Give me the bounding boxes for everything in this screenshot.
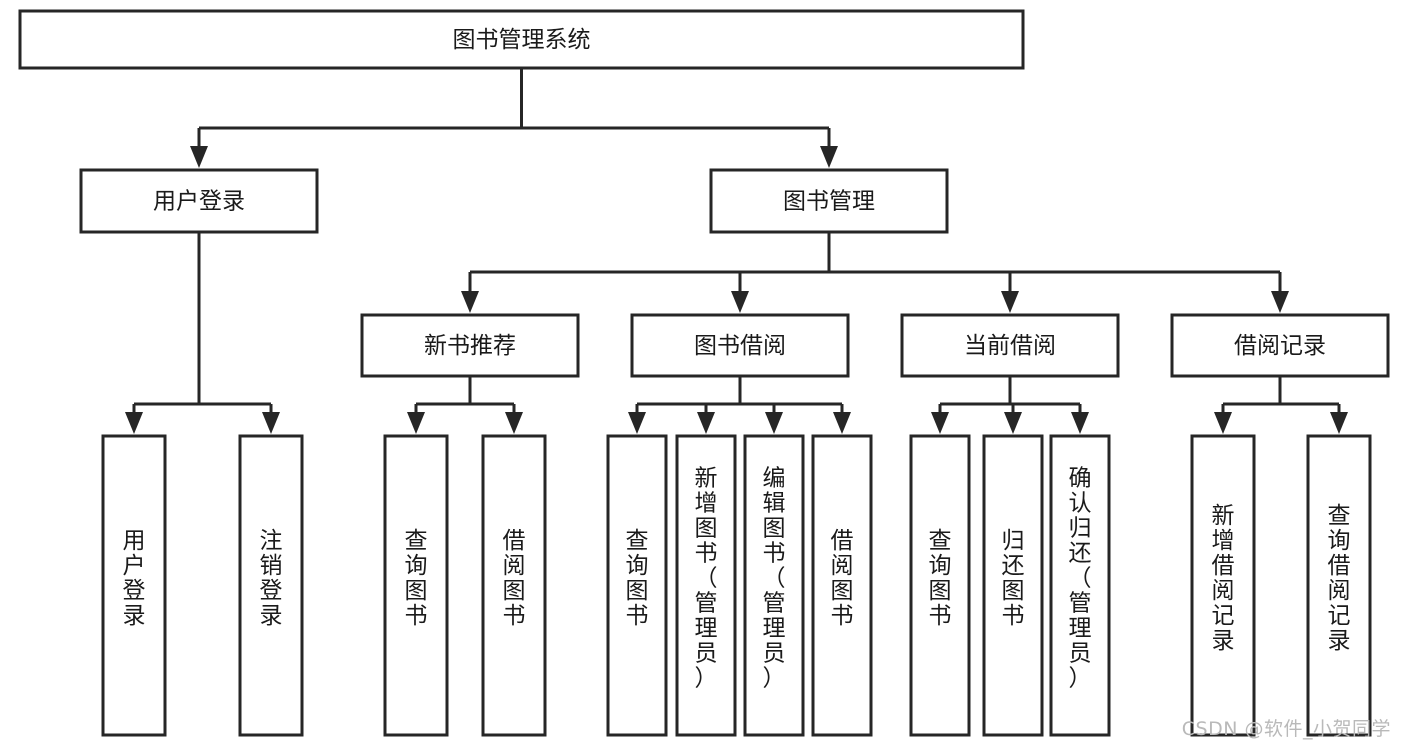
node-leaf-user-login-label: 用户登录 xyxy=(123,528,146,629)
node-new-book-recommend[interactable]: 新书推荐 xyxy=(360,313,580,378)
borrow-record-to-leaves-arrow-0 xyxy=(1214,412,1232,434)
node-current-borrow[interactable]: 当前借阅 xyxy=(900,313,1120,378)
node-leaf-edit-book-admin-label: 编辑图书（管理员） xyxy=(763,466,786,692)
node-current-borrow-box xyxy=(900,313,1120,378)
node-leaf-return-book-label: 归还图书 xyxy=(1002,528,1025,629)
node-book-borrow-label: 图书借阅 xyxy=(694,333,786,359)
node-leaf-add-borrow-record[interactable]: 新增借阅记录 xyxy=(1190,434,1256,737)
bookmgmt-to-level3-arrow-3 xyxy=(1271,291,1289,313)
node-root-label: 图书管理系统 xyxy=(453,27,591,53)
node-leaf-borrow-book-box xyxy=(811,434,873,737)
book-borrow-to-leaves-arrow-3 xyxy=(833,412,851,434)
book-borrow-to-leaves-arrow-1 xyxy=(697,412,715,434)
node-leaf-borrow-book-label: 借阅图书 xyxy=(831,528,854,629)
user-login-to-leaves-arrow-1 xyxy=(262,412,280,434)
node-leaf-return-book-box xyxy=(982,434,1044,737)
node-leaf-query-borrow-record-label: 查询借阅记录 xyxy=(1328,503,1351,654)
node-user-login[interactable]: 用户登录 xyxy=(79,168,319,234)
node-layer: 图书管理系统用户登录图书管理新书推荐图书借阅当前借阅借阅记录用户登录注销登录查询… xyxy=(18,9,1390,737)
node-root-box xyxy=(18,9,1025,70)
node-user-login-box xyxy=(79,168,319,234)
node-leaf-borrow-book[interactable]: 借阅图书 xyxy=(811,434,873,737)
node-leaf-add-book-admin[interactable]: 新增图书（管理员） xyxy=(675,434,737,737)
root-to-level2-arrow-0 xyxy=(190,146,208,168)
node-leaf-query-book-recommend-box xyxy=(383,434,449,737)
node-book-borrow-box xyxy=(630,313,850,378)
connector-layer xyxy=(125,68,1348,434)
bookmgmt-to-level3-arrow-2 xyxy=(1001,291,1019,313)
node-leaf-return-book[interactable]: 归还图书 xyxy=(982,434,1044,737)
node-leaf-query-book-recommend[interactable]: 查询图书 xyxy=(383,434,449,737)
node-leaf-edit-book-admin[interactable]: 编辑图书（管理员） xyxy=(743,434,805,737)
node-book-management-label: 图书管理 xyxy=(783,189,875,215)
bookmgmt-to-level3-arrow-0 xyxy=(461,291,479,313)
watermark-label: CSDN @软件_小贺同学 xyxy=(1181,718,1391,740)
current-borrow-to-leaves-arrow-0 xyxy=(931,412,949,434)
node-borrow-record-label: 借阅记录 xyxy=(1234,333,1326,359)
borrow-record-to-leaves-arrow-1 xyxy=(1330,412,1348,434)
root-to-level2-arrow-1 xyxy=(820,146,838,168)
node-leaf-edit-book-admin-box xyxy=(743,434,805,737)
node-leaf-add-book-admin-box xyxy=(675,434,737,737)
node-current-borrow-label: 当前借阅 xyxy=(964,333,1056,359)
node-new-book-recommend-label: 新书推荐 xyxy=(424,333,516,359)
node-leaf-add-borrow-record-box xyxy=(1190,434,1256,737)
node-leaf-logout[interactable]: 注销登录 xyxy=(238,434,304,737)
node-leaf-confirm-return-admin-label: 确认归还（管理员） xyxy=(1069,466,1092,692)
new-book-recommend-to-leaves-arrow-1 xyxy=(505,412,523,434)
node-leaf-confirm-return-admin[interactable]: 确认归还（管理员） xyxy=(1049,434,1111,737)
node-leaf-borrow-book-recommend[interactable]: 借阅图书 xyxy=(481,434,547,737)
node-leaf-user-login[interactable]: 用户登录 xyxy=(101,434,167,737)
node-leaf-query-book-borrow-label: 查询图书 xyxy=(626,528,649,629)
new-book-recommend-to-leaves-arrow-0 xyxy=(407,412,425,434)
node-leaf-borrow-book-recommend-label: 借阅图书 xyxy=(503,528,526,629)
node-leaf-logout-label: 注销登录 xyxy=(260,528,283,629)
node-root[interactable]: 图书管理系统 xyxy=(18,9,1025,70)
user-login-to-leaves-arrow-0 xyxy=(125,412,143,434)
current-borrow-to-leaves-arrow-1 xyxy=(1004,412,1022,434)
node-leaf-add-borrow-record-label: 新增借阅记录 xyxy=(1212,503,1235,654)
node-leaf-confirm-return-admin-box xyxy=(1049,434,1111,737)
node-leaf-logout-box xyxy=(238,434,304,737)
node-leaf-add-book-admin-label: 新增图书（管理员） xyxy=(695,466,718,692)
book-borrow-to-leaves-arrow-2 xyxy=(765,412,783,434)
bookmgmt-to-level3-arrow-1 xyxy=(731,291,749,313)
node-leaf-query-book-borrow[interactable]: 查询图书 xyxy=(606,434,668,737)
node-user-login-label: 用户登录 xyxy=(153,189,245,215)
node-leaf-user-login-box xyxy=(101,434,167,737)
node-leaf-borrow-book-recommend-box xyxy=(481,434,547,737)
node-leaf-query-book-recommend-label: 查询图书 xyxy=(405,528,428,629)
node-leaf-query-book-borrow-box xyxy=(606,434,668,737)
node-borrow-record[interactable]: 借阅记录 xyxy=(1170,313,1390,378)
book-borrow-to-leaves-arrow-0 xyxy=(628,412,646,434)
node-new-book-recommend-box xyxy=(360,313,580,378)
node-leaf-query-borrow-record[interactable]: 查询借阅记录 xyxy=(1306,434,1372,737)
node-book-management-box xyxy=(709,168,949,234)
node-leaf-query-book-current-box xyxy=(909,434,971,737)
node-book-borrow[interactable]: 图书借阅 xyxy=(630,313,850,378)
node-leaf-query-book-current-label: 查询图书 xyxy=(929,528,952,629)
current-borrow-to-leaves-arrow-2 xyxy=(1071,412,1089,434)
node-leaf-query-borrow-record-box xyxy=(1306,434,1372,737)
node-leaf-query-book-current[interactable]: 查询图书 xyxy=(909,434,971,737)
node-book-management[interactable]: 图书管理 xyxy=(709,168,949,234)
node-borrow-record-box xyxy=(1170,313,1390,378)
